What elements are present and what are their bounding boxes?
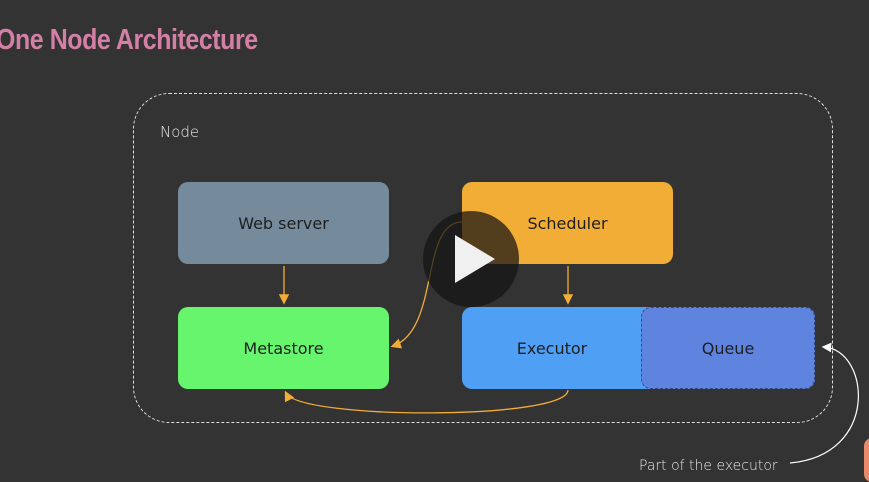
play-icon	[455, 235, 495, 283]
annotation-label: Part of the executor	[639, 458, 778, 474]
presenter-hand	[864, 438, 869, 482]
web-server-box: Web server	[178, 182, 389, 264]
node-boundary	[133, 93, 833, 423]
video-play-button[interactable]	[423, 211, 519, 307]
arrow-annotation-queue	[789, 342, 859, 464]
arrow-executor-metastore	[284, 389, 569, 414]
queue-box: Queue	[641, 307, 815, 389]
node-label: Node	[160, 123, 200, 141]
executor-label: Executor	[516, 338, 588, 358]
metastore-box: Metastore	[178, 307, 389, 389]
diagram-title: One Node Architecture	[0, 24, 258, 56]
